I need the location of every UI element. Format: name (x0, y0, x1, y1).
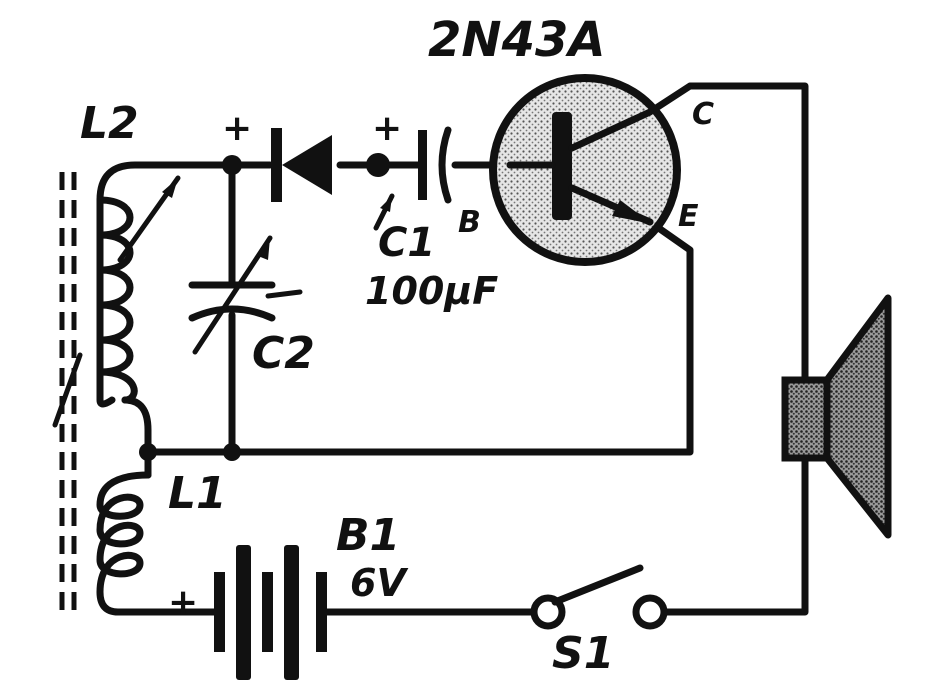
emitter-label: E (678, 199, 699, 234)
capacitor-c2 (188, 235, 303, 355)
c1-plus-label: + (372, 108, 402, 149)
switch-s1 (530, 564, 668, 630)
diode-plus-label: + (222, 108, 252, 149)
transistor-type-label: 2N43A (428, 12, 606, 68)
base-label: B (458, 205, 481, 240)
junction-dots (139, 153, 390, 461)
circuit-wires (96, 82, 809, 616)
speaker-icon (781, 294, 892, 539)
switch-label: S1 (552, 628, 614, 679)
transistor-2n43a (489, 74, 681, 266)
collector-label: C (692, 97, 714, 132)
c1-value-label: 100μF (365, 269, 498, 313)
battery-label: B1 (336, 510, 400, 561)
l2-label: L2 (80, 98, 139, 149)
c1-label: C1 (378, 220, 435, 266)
component-labels: 2N43A C E B L2 L1 C1 100μF C2 B1 6V S1 (80, 12, 714, 679)
c2-label: C2 (252, 328, 315, 379)
capacitor-c1 (373, 126, 452, 231)
inductor-l1 (96, 471, 152, 596)
l1-label: L1 (168, 468, 227, 519)
battery-b1 (214, 545, 327, 680)
polarity-marks: + + + (168, 108, 402, 623)
battery-voltage-label: 6V (350, 561, 408, 605)
diode-d1 (271, 128, 332, 202)
inductor-l2 (52, 175, 181, 428)
ferrite-core (59, 172, 77, 620)
battery-plus-label: + (168, 582, 198, 623)
